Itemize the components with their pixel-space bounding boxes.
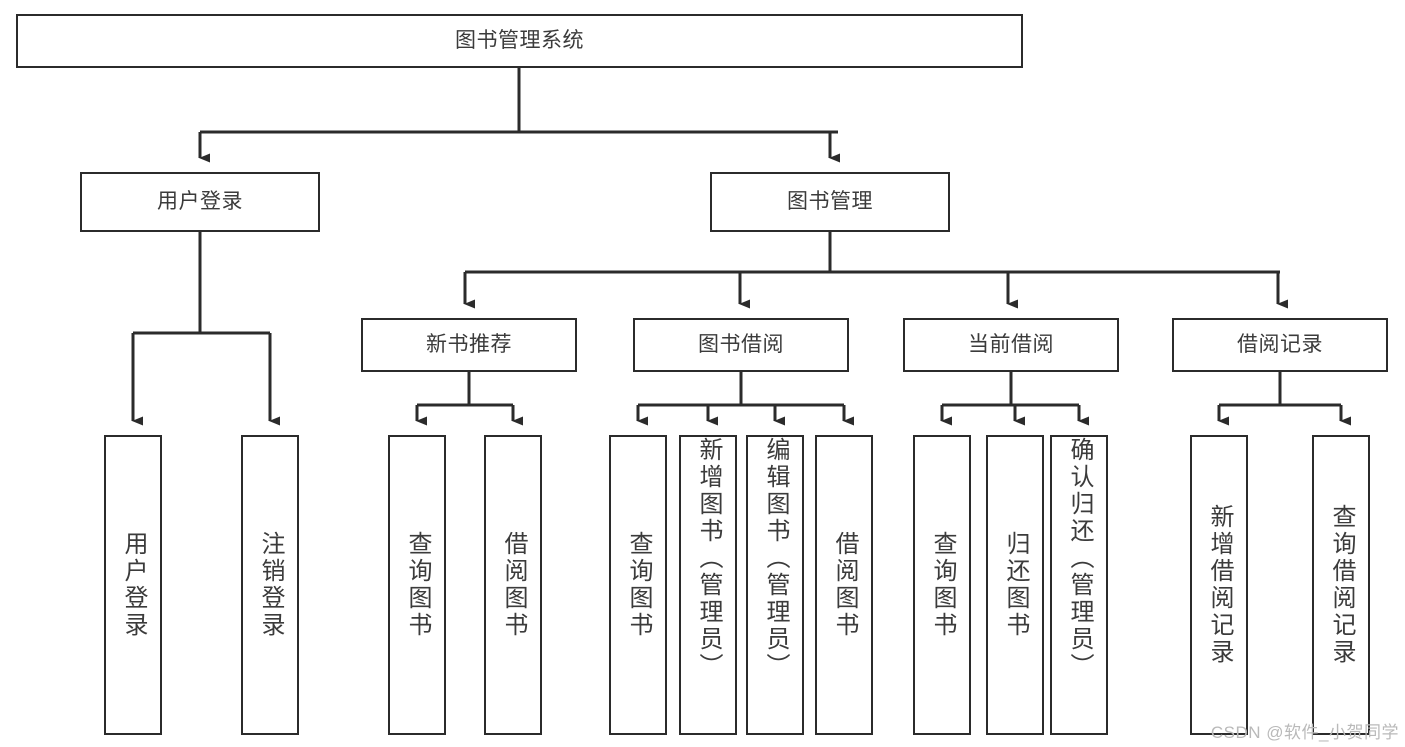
node-leaf-borrow-book-1-label: 借阅图书 [500, 531, 527, 639]
node-leaf-user-logout-label: 注销登录 [257, 531, 284, 639]
node-leaf-add-record[interactable]: 新增借阅记录 [1190, 435, 1248, 735]
node-leaf-confirm-return[interactable]: 确认归还（管理员） [1050, 435, 1108, 735]
node-leaf-query-record[interactable]: 查询借阅记录 [1312, 435, 1370, 735]
node-leaf-return-book[interactable]: 归还图书 [986, 435, 1044, 735]
node-borrow-record-label: 借阅记录 [1237, 332, 1323, 356]
node-new-book-recommend-label: 新书推荐 [426, 332, 512, 356]
node-leaf-edit-book-label: 编辑图书（管理员） [762, 437, 789, 680]
node-book-manage[interactable]: 图书管理 [710, 172, 950, 232]
node-leaf-query-book-1[interactable]: 查询图书 [388, 435, 446, 735]
node-leaf-query-book-1-label: 查询图书 [404, 531, 431, 639]
node-leaf-borrow-book-1[interactable]: 借阅图书 [484, 435, 542, 735]
node-leaf-query-book-3-label: 查询图书 [929, 531, 956, 639]
node-book-borrow[interactable]: 图书借阅 [633, 318, 849, 372]
node-leaf-query-book-2[interactable]: 查询图书 [609, 435, 667, 735]
node-borrow-record[interactable]: 借阅记录 [1172, 318, 1388, 372]
node-leaf-user-logout[interactable]: 注销登录 [241, 435, 299, 735]
node-root-system[interactable]: 图书管理系统 [16, 14, 1023, 68]
node-leaf-borrow-book-2-label: 借阅图书 [831, 531, 858, 639]
node-leaf-query-book-2-label: 查询图书 [625, 531, 652, 639]
node-new-book-recommend[interactable]: 新书推荐 [361, 318, 577, 372]
node-current-borrow[interactable]: 当前借阅 [903, 318, 1119, 372]
node-leaf-query-book-3[interactable]: 查询图书 [913, 435, 971, 735]
node-leaf-edit-book[interactable]: 编辑图书（管理员） [746, 435, 804, 735]
node-leaf-add-book-label: 新增图书（管理员） [695, 437, 722, 680]
node-user-login-label: 用户登录 [157, 189, 243, 213]
node-leaf-add-book[interactable]: 新增图书（管理员） [679, 435, 737, 735]
node-book-borrow-label: 图书借阅 [698, 332, 784, 356]
node-leaf-user-login-label: 用户登录 [120, 531, 147, 639]
node-leaf-return-book-label: 归还图书 [1002, 531, 1029, 639]
node-user-login[interactable]: 用户登录 [80, 172, 320, 232]
node-book-manage-label: 图书管理 [787, 189, 873, 213]
watermark-text: CSDN @软件_小贺同学 [1210, 723, 1399, 742]
node-leaf-add-record-label: 新增借阅记录 [1206, 504, 1233, 666]
node-current-borrow-label: 当前借阅 [968, 332, 1054, 356]
node-root-label: 图书管理系统 [455, 28, 584, 52]
node-leaf-confirm-return-label: 确认归还（管理员） [1066, 437, 1093, 680]
node-leaf-borrow-book-2[interactable]: 借阅图书 [815, 435, 873, 735]
node-leaf-query-record-label: 查询借阅记录 [1328, 504, 1355, 666]
node-leaf-user-login[interactable]: 用户登录 [104, 435, 162, 735]
